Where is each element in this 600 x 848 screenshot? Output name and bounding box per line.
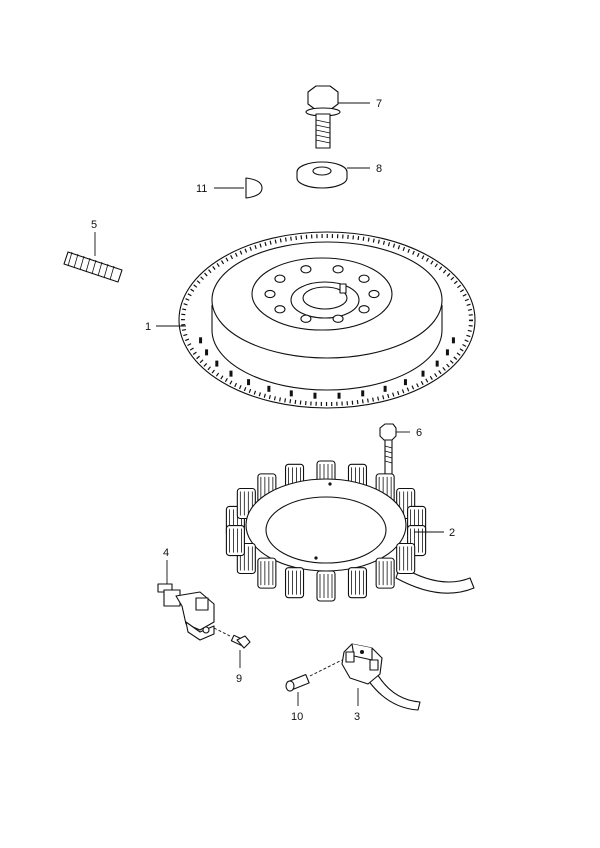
flywheel [178,231,476,409]
callout-4: 4 [163,547,169,559]
callout-7: 7 [376,98,382,110]
stator-coil [225,460,475,602]
callout-3: 3 [354,711,360,723]
callout-5: 5 [91,219,97,231]
callout-2: 2 [449,527,455,539]
washer [296,161,348,189]
key [245,177,263,199]
callout-1: 1 [145,321,151,333]
pulser-coil [341,643,421,711]
sensor-screw [230,634,251,649]
callout-9: 9 [236,673,242,685]
callout-10: 10 [291,711,303,723]
sensor [157,583,215,641]
stator-bolt [379,423,397,477]
callout-8: 8 [376,163,382,175]
spring [63,251,123,283]
callout-11: 11 [196,183,207,195]
flywheel-bolt [305,85,341,149]
pulser-screw [285,673,310,692]
callout-6: 6 [416,427,422,439]
